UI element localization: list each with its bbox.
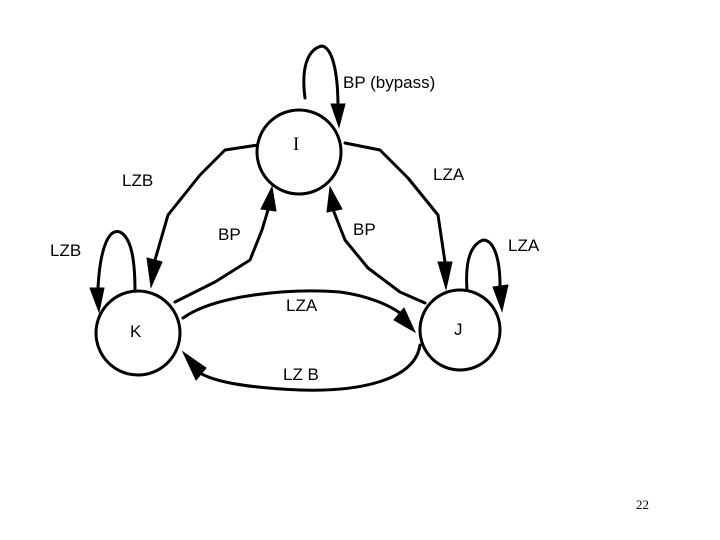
arrowhead-i-to-k xyxy=(146,257,163,289)
label-self-j: LZA xyxy=(508,236,540,255)
label-k-to-i: BP xyxy=(218,225,241,244)
label-i-to-k: LZB xyxy=(122,171,153,190)
arrowhead-self-k xyxy=(89,287,105,314)
label-j-to-k: LZ B xyxy=(283,365,319,384)
edge-i-to-j xyxy=(343,141,447,264)
arrowhead-self-i xyxy=(330,103,346,129)
label-self-k: LZB xyxy=(50,241,81,260)
edge-k-to-i xyxy=(173,208,270,304)
arrowhead-j-to-k xyxy=(181,350,207,381)
edge-j-to-i xyxy=(332,210,427,305)
state-j-label: J xyxy=(454,320,463,339)
state-j-node xyxy=(418,288,502,372)
arrowhead-self-j xyxy=(492,284,509,313)
edge-self-j xyxy=(465,238,502,292)
label-j-to-i: BP xyxy=(353,220,376,239)
label-k-to-j: LZA xyxy=(286,296,318,315)
edge-self-i xyxy=(302,44,340,110)
arrowhead-j-to-i xyxy=(326,185,343,213)
arrowhead-k-to-i xyxy=(260,185,277,212)
state-i-node xyxy=(255,108,343,196)
arrowhead-i-to-j xyxy=(437,261,453,291)
label-i-to-j: LZA xyxy=(433,165,465,184)
state-k-node xyxy=(94,289,182,377)
edge-j-to-k xyxy=(198,343,422,392)
state-i-label: I xyxy=(293,134,299,155)
arrowhead-k-to-j xyxy=(393,307,417,334)
label-self-i: BP (bypass) xyxy=(343,73,435,92)
edge-i-to-k xyxy=(153,143,260,262)
edge-self-k xyxy=(96,230,137,294)
edge-k-to-j xyxy=(181,289,402,320)
page-number: 22 xyxy=(636,497,649,512)
state-k-label: K xyxy=(130,322,142,341)
